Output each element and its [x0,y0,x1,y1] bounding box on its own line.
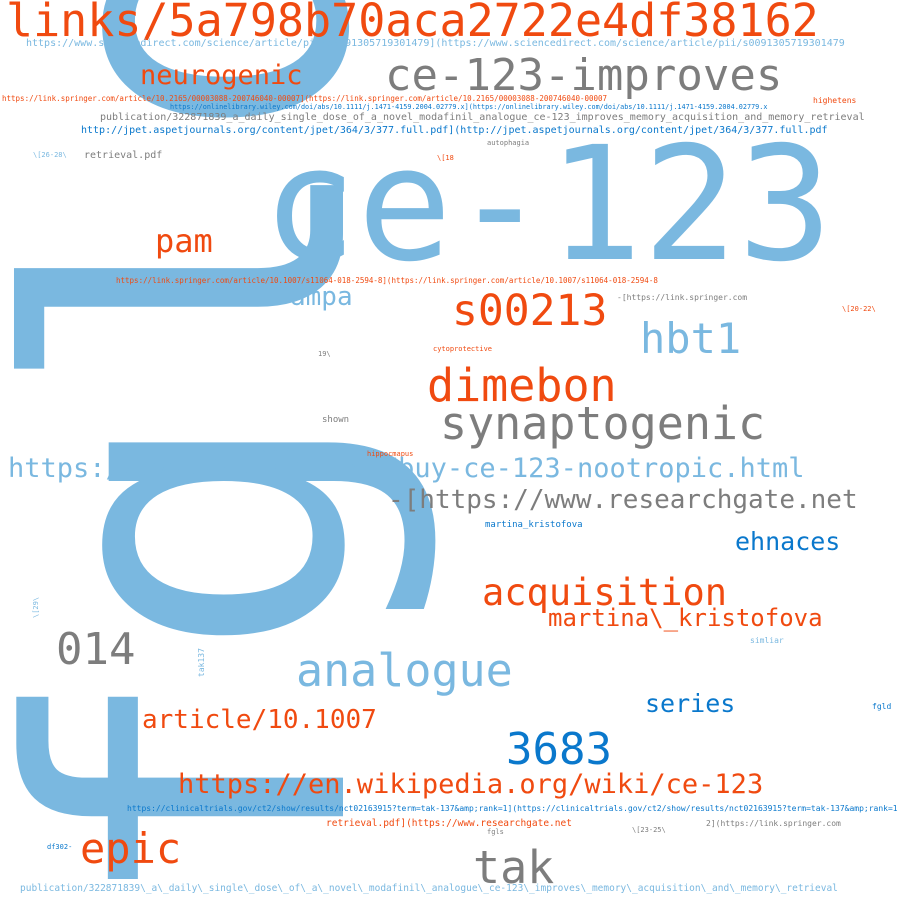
word-cite-19: 19\ [318,350,331,358]
word-3683: 3683 [506,724,612,775]
word-cite-20-22: \[20-22\ [842,305,876,313]
word-tak137: tak137 [197,648,206,677]
word-cite-23-25: \[23-25\ [632,826,666,834]
word-fgld: fgld [872,702,892,711]
word-publication-escaped: publication/322871839\_a\_daily\_single\… [20,883,838,894]
word-retrieval-researchgate: retrieval.pdf](https://www.researchgate.… [326,818,572,829]
word-neurogenic: neurogenic [140,60,303,91]
word-acquisition: acquisition [482,571,728,614]
word-martina-large: martina\_kristofova [548,604,823,632]
word-links-hash: links/5a798b70aca2722e4df38162 [6,0,819,47]
word-retrieval-pdf: retrieval.pdf [84,150,163,161]
word-cite-15-17: \[15-17\ [261,445,295,453]
word-sarms-link: https://www.99sarms.com/buy-ce-123-nootr… [8,453,805,484]
word-jpet-link: http://jpet.aspetjournals.org/content/jp… [81,125,828,136]
word-ehnaces: ehnaces [735,527,841,556]
word-springer-link-2: https://link.springer.com/article/10.100… [116,276,658,285]
word-sciencedirect-link: https://www.sciencedirect.com/science/ar… [26,38,845,49]
word-analogue: analogue [296,644,513,697]
word-autophagia: autophagia [487,139,530,147]
word-cite-29: \[29\ [32,596,40,618]
word-ce123-big: ce-123 [262,113,833,297]
word-simliar: simliar [750,636,784,645]
word-cite-18: \[18 [437,154,454,162]
word-springer-2: 2](https://link.springer.com [706,819,841,828]
word-s00213: s00213 [452,286,608,336]
word-epic: epic [80,824,182,873]
word-highetens: highetens [813,96,857,105]
word-014: 014 [56,624,136,675]
word-wikipedia-link: https://en.wikipedia.org/wiki/ce-123 [178,769,764,800]
word-martina-small: martina_kristofova [485,520,583,530]
word-hippocmapus: hippocmapus [367,450,414,458]
word-hbt1: hbt1 [640,314,742,363]
word-clinicaltrials-link: https://clinicaltrials.gov/ct2/show/resu… [127,804,898,813]
word-springer-short: -[https://link.springer.com [617,293,748,302]
word-fgls: fgls [487,828,504,836]
word-ampa: ampa [290,282,353,312]
word-shown: shown [322,415,350,425]
word-dimebon: dimebon [427,359,617,412]
word-ce123-improves: ce-123-improves [385,50,783,101]
word-publication-title: publication/322871839_a_daily_single_dos… [100,112,865,123]
word-springer-link-1: https://link.springer.com/article/10.216… [2,94,608,103]
word-df302: df302- [47,843,73,851]
word-article-10-1007: article/10.1007 [142,705,377,735]
word-tak: tak [473,841,555,894]
word-series: series [645,689,736,718]
word-wiley-link: https://onlinelibrary.wiley.com/doi/abs/… [170,103,768,111]
word-cite-26-28: \[26-28\ [33,151,67,159]
word-synaptogenic: synaptogenic [440,397,766,450]
word-cytoprotective: cytoprotective [433,345,493,353]
word-researchgate-link: -[https://www.researchgate.net [388,485,858,515]
word-pam: pam [155,222,213,260]
